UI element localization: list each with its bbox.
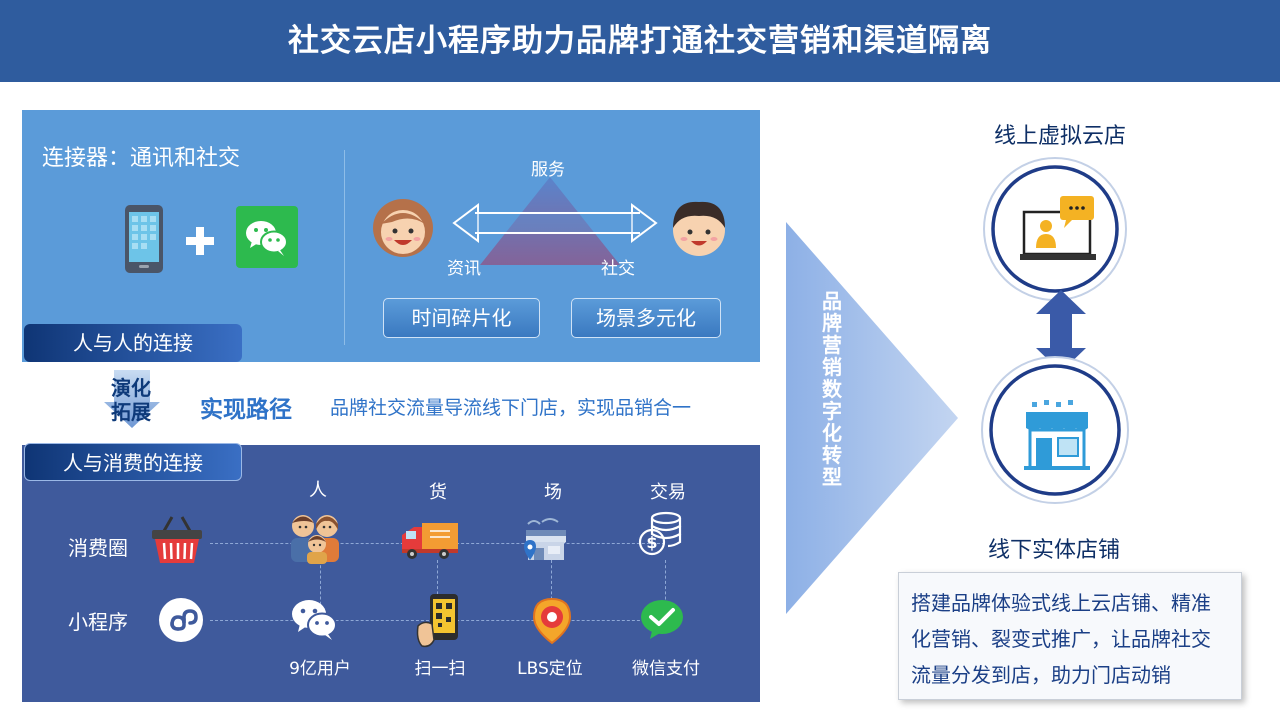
evolve-line-1: 演化 — [111, 376, 151, 400]
evolve-label: 演化 拓展 — [100, 376, 162, 424]
svg-text:$: $ — [646, 533, 657, 552]
family-users-icon — [291, 515, 339, 564]
row-label-consumer-circle: 消费圈 — [68, 536, 128, 560]
summary-text: 搭建品牌体验式线上云店铺、精准化营销、裂变式推广，让品牌社交流量分发到店，助力门… — [911, 591, 1211, 687]
dash-col-3 — [551, 560, 552, 610]
connector-title: 连接器：通讯和社交 — [42, 146, 241, 171]
wechat-icon — [236, 206, 298, 268]
triangle-label-social: 社交 — [601, 259, 635, 279]
caption-wechat-pay: 微信支付 — [632, 659, 700, 679]
big-right-arrow — [786, 222, 958, 614]
caption-users: 9亿用户 — [289, 659, 351, 679]
service-triangle — [452, 177, 658, 265]
phone-icon — [125, 205, 163, 273]
caption-scan: 扫一扫 — [414, 659, 466, 679]
double-vertical-arrow — [1036, 290, 1086, 372]
path-title: 实现路径 — [200, 397, 292, 423]
online-store-laptop-icon — [1020, 196, 1096, 260]
mini-program-icon — [159, 598, 203, 642]
shopping-basket-icon — [152, 516, 202, 563]
title-bar — [0, 0, 1280, 82]
page-title: 社交云店小程序助力品牌打通社交营销和渠道隔离 — [288, 23, 992, 59]
dash-col-1 — [320, 560, 321, 610]
wechat-users-icon — [292, 600, 337, 640]
caption-lbs: LBS定位 — [517, 659, 583, 679]
store-location-icon — [524, 518, 566, 560]
col-head-people: 人 — [309, 480, 327, 501]
path-description: 品牌社交流量导流线下门店，实现品销合一 — [330, 397, 692, 419]
coins-stack-icon: $ — [638, 511, 682, 556]
triangle-label-service: 服务 — [531, 160, 565, 180]
tag-consumer-connection: 人与消费的连接 — [24, 443, 242, 481]
wechat-pay-icon — [641, 600, 683, 639]
lbs-location-icon — [532, 597, 572, 645]
evolve-line-2: 拓展 — [111, 400, 151, 424]
col-head-place: 场 — [544, 482, 562, 503]
row-label-mini-program: 小程序 — [68, 610, 128, 634]
girl-avatar-icon — [373, 199, 433, 257]
consumer-connection-panel — [22, 445, 760, 702]
triangle-label-info: 资讯 — [447, 259, 481, 279]
summary-box: 搭建品牌体验式线上云店铺、精准化营销、裂变式推广，让品牌社交流量分发到店，助力门… — [898, 572, 1242, 700]
offline-shop-icon — [1024, 400, 1090, 470]
chip-scene-diversification: 场景多元化 — [571, 298, 721, 338]
dash-col-2 — [437, 560, 438, 610]
scan-phone-icon — [416, 594, 458, 648]
digital-transformation-label: 品牌营销数字化转型 — [822, 289, 842, 489]
chip-time-fragmentation: 时间碎片化 — [383, 298, 540, 338]
down-arrow-icon — [104, 370, 160, 428]
dash-col-4 — [665, 560, 666, 610]
tag-person-connection: 人与人的连接 — [24, 324, 242, 362]
panel-divider — [344, 150, 345, 345]
offline-store-title: 线下实体店铺 — [987, 538, 1120, 563]
boy-avatar-icon — [673, 201, 725, 256]
col-head-trade: 交易 — [650, 482, 686, 503]
plus-icon — [186, 227, 214, 255]
col-head-goods: 货 — [429, 482, 447, 503]
online-store-title: 线上虚拟云店 — [993, 124, 1126, 149]
delivery-truck-icon — [402, 523, 458, 559]
